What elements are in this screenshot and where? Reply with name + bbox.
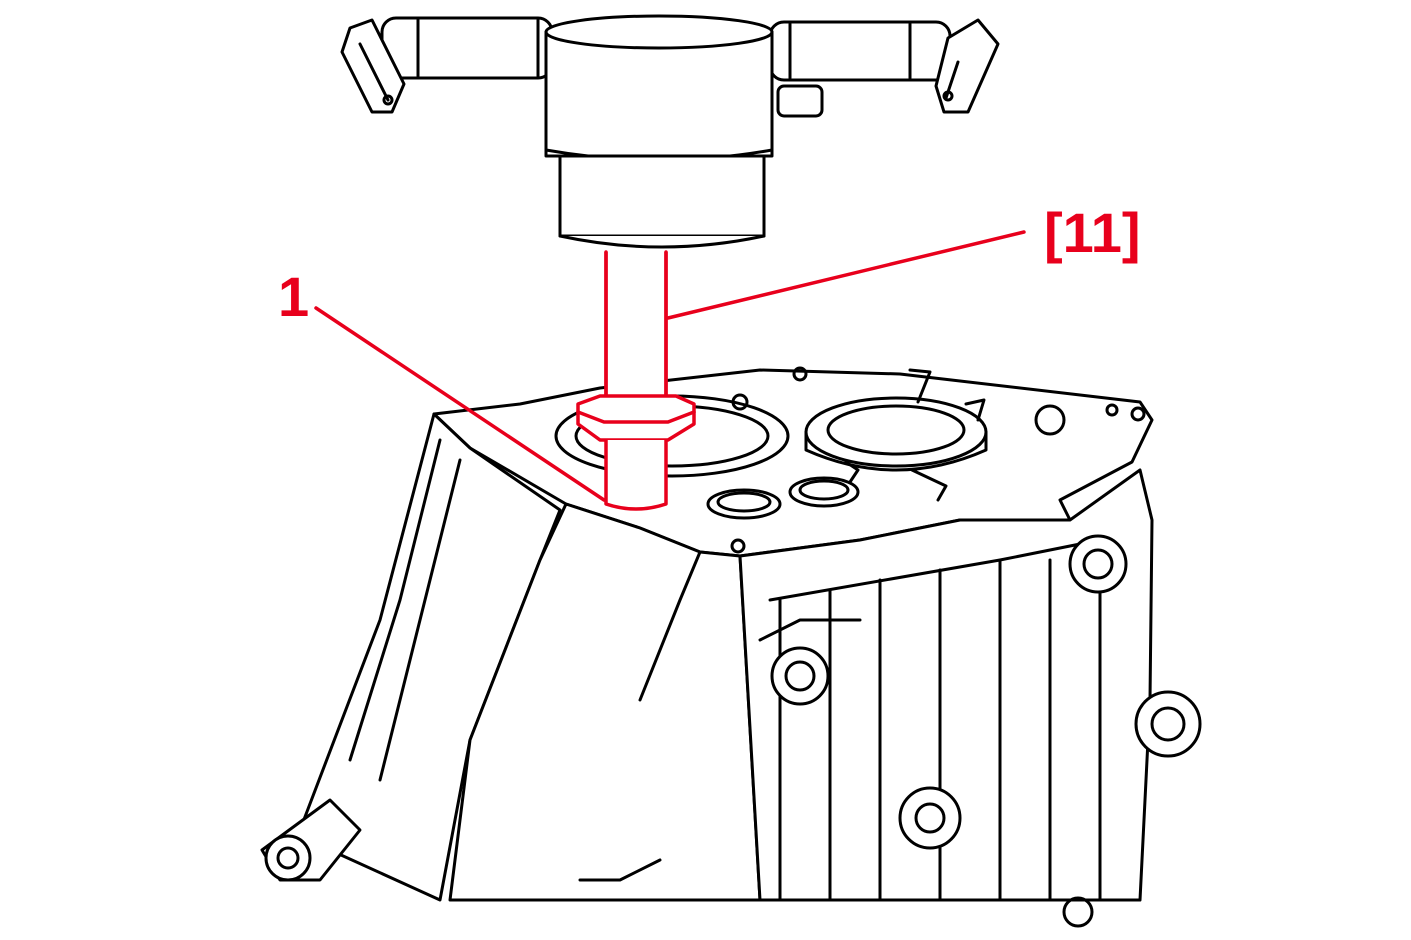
puller-body	[544, 14, 824, 249]
tool-shaft-highlight	[576, 250, 696, 511]
callout-part-1: 1	[278, 265, 606, 502]
part-leader-line	[314, 306, 606, 502]
shaft-nut	[576, 394, 696, 442]
puller-left-arm	[340, 16, 554, 114]
bearing-sleeve-part	[604, 440, 668, 511]
gearbox-housing	[260, 366, 1202, 928]
puller-tool	[340, 14, 1000, 249]
tool-label: [11]	[1044, 201, 1141, 264]
part-label: 1	[278, 265, 309, 328]
housing-left-side	[298, 412, 562, 902]
tool-leader-line	[666, 230, 1026, 320]
callout-tool-11: [11]	[666, 201, 1141, 320]
mounting-bosses	[260, 534, 1202, 928]
